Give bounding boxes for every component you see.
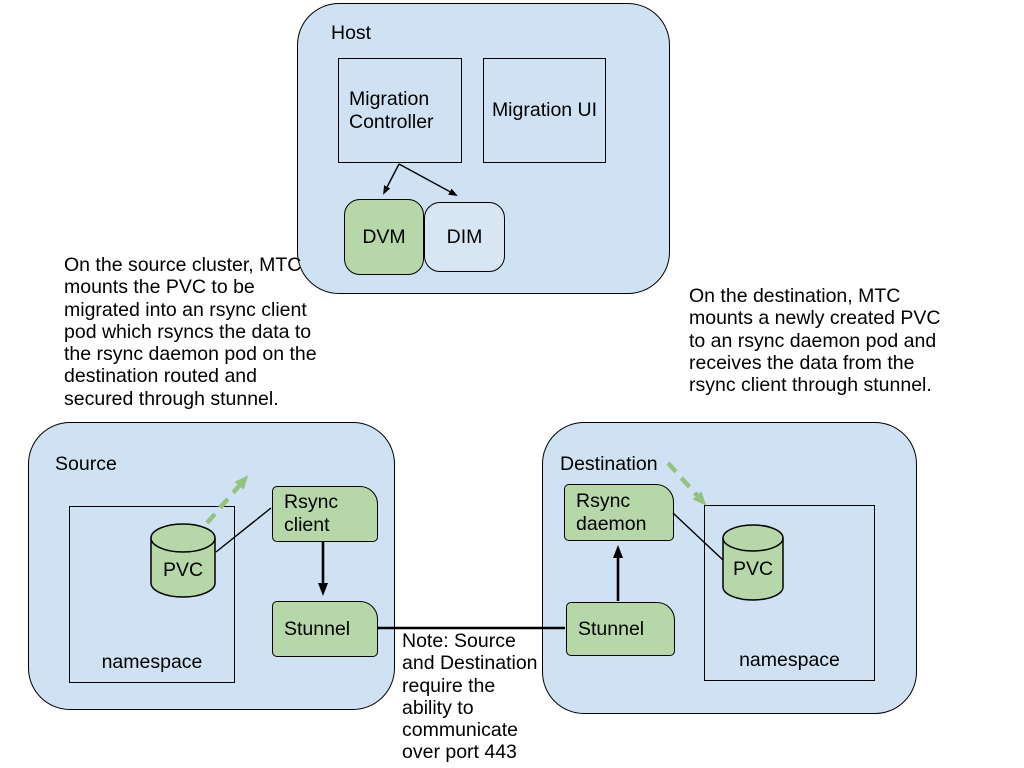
host-label: Host — [331, 22, 372, 44]
source-label: Source — [55, 453, 117, 475]
source-annotation-text: On the source cluster, MTC mounts the PV… — [64, 254, 317, 410]
rsync-daemon-box: Rsync daemon — [564, 484, 674, 541]
migration-controller-label: Migration Controller — [349, 87, 434, 133]
destination-annotation-text: On the destination, MTC mounts a newly c… — [689, 285, 941, 397]
destination-label: Destination — [560, 453, 658, 475]
destination-cluster: Destination Rsync daemon Stunnel namespa… — [542, 422, 917, 714]
rsync-client-box: Rsync client — [272, 486, 378, 542]
source-namespace-label: namespace — [101, 651, 203, 673]
rsync-daemon-label: Rsync daemon — [576, 489, 647, 535]
dvm-box: DVM — [344, 199, 424, 275]
rsync-client-label: Rsync client — [284, 491, 339, 536]
destination-stunnel-label: Stunnel — [578, 617, 645, 640]
source-stunnel-box: Stunnel — [272, 601, 378, 657]
destination-namespace-label: namespace — [739, 649, 840, 671]
migration-controller-box: Migration Controller — [338, 58, 462, 163]
source-namespace-box: namespace — [69, 506, 235, 683]
source-cluster: Source namespace Rsync client Stunnel — [28, 422, 395, 710]
port-443-note-text: Note: Source and Destination require the… — [402, 630, 538, 764]
migration-ui-label: Migration UI — [491, 99, 598, 121]
dvm-label: DVM — [362, 225, 406, 248]
destination-namespace-box: namespace — [704, 505, 875, 681]
destination-stunnel-box: Stunnel — [566, 602, 675, 656]
dim-box: DIM — [424, 202, 505, 272]
source-stunnel-label: Stunnel — [284, 617, 351, 640]
dim-label: DIM — [446, 225, 483, 248]
host-cluster: Host Migration Controller Migration UI D… — [297, 3, 670, 294]
migration-ui-box: Migration UI — [483, 58, 606, 163]
